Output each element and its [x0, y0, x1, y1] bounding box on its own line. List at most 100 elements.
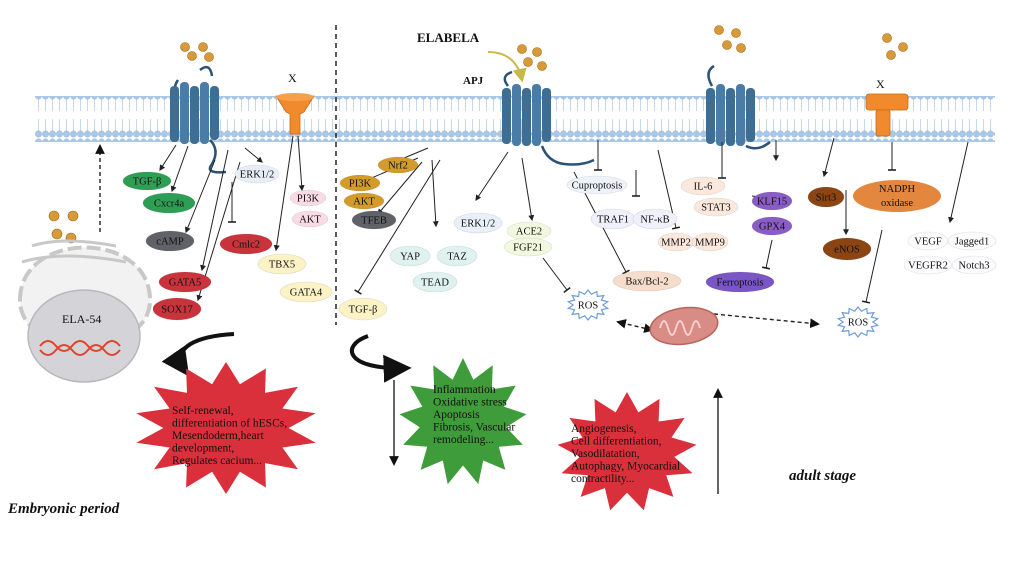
node-ros-left: ROS: [566, 289, 610, 321]
apj-receptor-left: [170, 65, 227, 174]
node-label: MMP9: [695, 238, 725, 249]
node-label: PI3K: [297, 194, 320, 205]
node-taz: TAZ: [436, 245, 478, 267]
node-label: Notch3: [959, 261, 990, 272]
node-shape: [219, 233, 273, 255]
burst-protect: Angiogenesis,Cell differentiation,Vasodi…: [557, 392, 697, 511]
node-label: PI3K: [349, 179, 372, 190]
node-il6: IL-6: [680, 176, 726, 196]
node-shape: [705, 271, 775, 293]
node-label: Sirt3: [816, 193, 836, 204]
node-shape: [122, 171, 172, 191]
node-shape: [343, 192, 385, 210]
ela54-label: ELA-54: [62, 312, 101, 326]
node-baxbcl2: Bax/Bcl-2: [612, 270, 682, 292]
node-shape: [853, 180, 941, 212]
node-label: GPX4: [759, 222, 786, 233]
node-shape: [691, 232, 729, 252]
ros-burst: [566, 289, 610, 321]
node-shape: [566, 175, 628, 195]
node-mmp2: MMP2: [657, 232, 695, 252]
flow-arrows: [161, 332, 723, 494]
node-label: Cuproptosis: [572, 181, 623, 192]
node-shape: [142, 192, 196, 214]
burst-line: development,: [172, 443, 234, 455]
adult-stage-label: adult stage: [789, 468, 856, 484]
node-gata5: GATA5: [158, 271, 212, 293]
node-label: cAMP: [156, 237, 184, 248]
node-label: KLF15: [757, 197, 787, 208]
node-label: oxidase: [881, 198, 913, 209]
ros-label: ROS: [848, 318, 869, 329]
node-shape: [289, 189, 327, 207]
burst-line: Fibrosis, Vascular: [433, 422, 515, 434]
node-label: Bax/Bcl-2: [625, 277, 668, 288]
burst-line: Oxidative stress: [433, 397, 507, 409]
node-label: Cmlc2: [232, 240, 260, 251]
node-pi3k-left: PI3K: [289, 189, 327, 207]
node-label: ERK1/2: [240, 170, 274, 181]
x-label-left: X: [288, 71, 297, 85]
node-gpx4: GPX4: [751, 216, 793, 236]
burst-line: contractility...: [571, 473, 635, 485]
node-tgfb-left: TGF-β: [122, 171, 172, 191]
burst-line: Angiogenesis,: [571, 423, 637, 435]
mitochondrion: [649, 306, 719, 346]
node-tbx5: TBX5: [257, 253, 307, 275]
node-label: AKT: [353, 197, 375, 208]
x-receptor-left: [275, 93, 315, 135]
node-label: VEGFR2: [908, 261, 948, 272]
node-label: VEGF: [914, 237, 942, 248]
node-shape: [947, 231, 997, 251]
node-shape: [389, 245, 431, 267]
node-label: FGF21: [513, 243, 543, 254]
node-label: STAT3: [701, 203, 731, 214]
node-cxcr4a: Cxcr4a: [142, 192, 196, 214]
node-label: IL-6: [694, 182, 713, 193]
node-gata4: GATA4: [279, 281, 333, 303]
node-shape: [612, 270, 682, 292]
node-label: TGF-β: [349, 305, 378, 316]
apj-receptor-right: [706, 64, 771, 150]
node-label: Nrf2: [388, 161, 408, 172]
node-shape: [279, 281, 333, 303]
node-shape: [751, 216, 793, 236]
node-sox17: SOX17: [152, 297, 202, 321]
node-erk12-left: ERK1/2: [234, 164, 280, 184]
apj-receptor-middle: [502, 70, 595, 166]
node-akt-mid: AKT: [343, 192, 385, 210]
node-notch3: Notch3: [951, 255, 997, 275]
node-yap: YAP: [389, 245, 431, 267]
burst-line: Self-renewal,: [172, 405, 234, 417]
node-nfkb: NF-κB: [632, 208, 678, 230]
node-label: GATA4: [290, 288, 323, 299]
node-vegfr2: VEGFR2: [903, 255, 953, 275]
node-shape: [632, 208, 678, 230]
node-label: TAZ: [447, 252, 467, 263]
node-stat3: STAT3: [693, 197, 739, 217]
node-label: TFEB: [361, 216, 387, 227]
node-shape: [680, 176, 726, 196]
node-shape: [807, 186, 845, 208]
node-erk12-mid: ERK1/2: [453, 212, 503, 234]
node-shape: [257, 253, 307, 275]
node-shape: [338, 297, 388, 321]
burst-embryo: Self-renewal,differentiation of hESCs,Me…: [136, 362, 316, 494]
node-tead: TEAD: [412, 271, 458, 293]
pathway-arrows: [159, 135, 969, 304]
node-traf1: TRAF1: [590, 208, 636, 230]
node-label: GATA5: [169, 278, 201, 289]
node-label: TRAF1: [597, 215, 629, 226]
burst-line: remodeling...: [433, 434, 494, 446]
node-pi3k-mid: PI3K: [339, 174, 381, 192]
node-fgf21: FGF21: [503, 237, 553, 257]
node-shape: [751, 191, 793, 211]
node-shape: [377, 156, 419, 174]
node-label: AKT: [299, 215, 321, 226]
node-akt-left: AKT: [291, 210, 329, 228]
node-label: TBX5: [269, 260, 295, 271]
node-klf15: KLF15: [751, 191, 793, 211]
burst-line: Regulates cacium...: [172, 455, 262, 467]
